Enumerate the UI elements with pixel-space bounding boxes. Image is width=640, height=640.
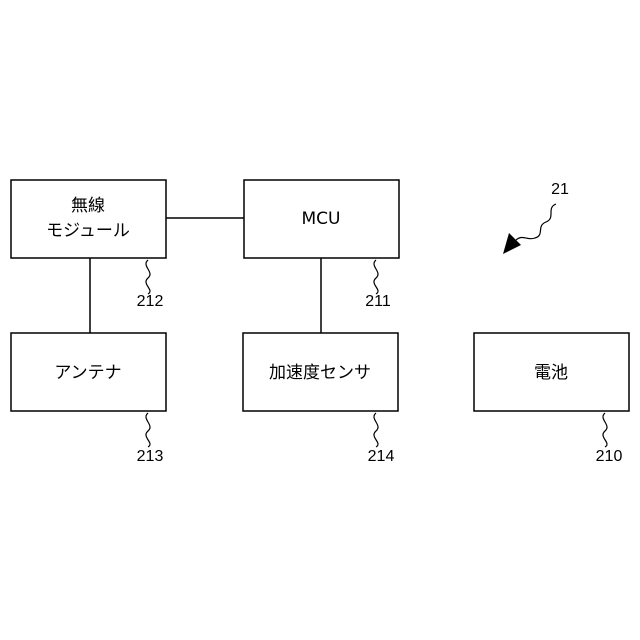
ref-leader-214	[374, 413, 378, 447]
mcu-label: MCU	[302, 209, 341, 229]
mcu-block: MCU	[244, 180, 399, 258]
device-ref-number: 21	[551, 181, 569, 198]
ref-leader-210	[603, 413, 607, 447]
device-ref-arrow-head	[503, 233, 521, 254]
antenna-label: アンテナ	[54, 363, 121, 383]
ref-leader-213	[146, 413, 150, 447]
wireless-module-box	[11, 180, 166, 258]
battery-block: 電池	[474, 333, 629, 411]
wireless-module-label-line2: モジュール	[46, 221, 130, 241]
wireless-module-block: 無線 モジュール	[11, 180, 166, 258]
battery-label: 電池	[534, 363, 568, 383]
accelerometer-block: 加速度センサ	[243, 333, 398, 411]
ref-number-211: 211	[365, 293, 391, 310]
ref-number-213: 213	[137, 448, 164, 465]
ref-leader-211	[374, 260, 378, 294]
antenna-block: アンテナ	[11, 333, 166, 411]
ref-leader-212	[146, 260, 150, 294]
ref-number-214: 214	[368, 448, 395, 465]
accelerometer-label: 加速度センサ	[269, 363, 371, 383]
ref-number-210: 210	[596, 448, 623, 465]
ref-number-212: 212	[137, 293, 164, 310]
wireless-module-label-line1: 無線	[71, 196, 105, 216]
device-ref-arrow-line	[516, 204, 556, 240]
